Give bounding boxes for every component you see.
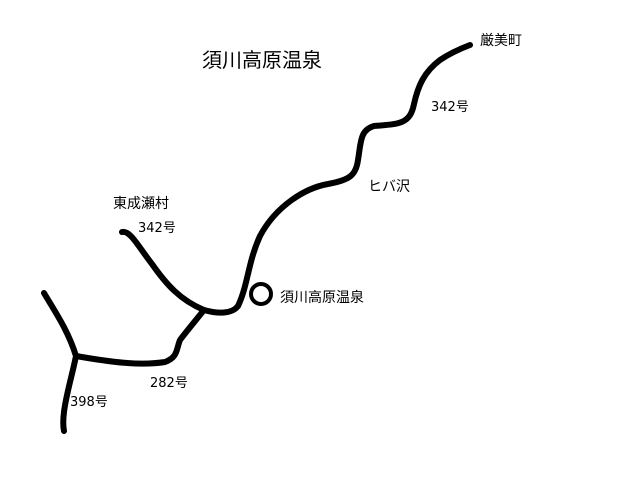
map-title: 須川高原温泉 [202,48,322,72]
place-label-genbi: 厳美町 [480,33,522,49]
circle-marker-icon [249,282,273,306]
destination-label: 須川高原温泉 [280,289,364,306]
route-label-342-west: 342号 [138,221,176,236]
route-label-398: 398号 [70,395,108,410]
road-342-west [119,228,241,316]
road-282 [73,307,207,367]
road-342-east [235,42,473,309]
place-label-higashinaruse: 東成瀬村 [113,196,169,212]
road-398 [41,290,79,434]
place-label-hiba: ヒバ沢 [368,179,410,195]
route-label-282: 282号 [150,376,188,391]
route-label-342-east: 342号 [431,100,469,115]
